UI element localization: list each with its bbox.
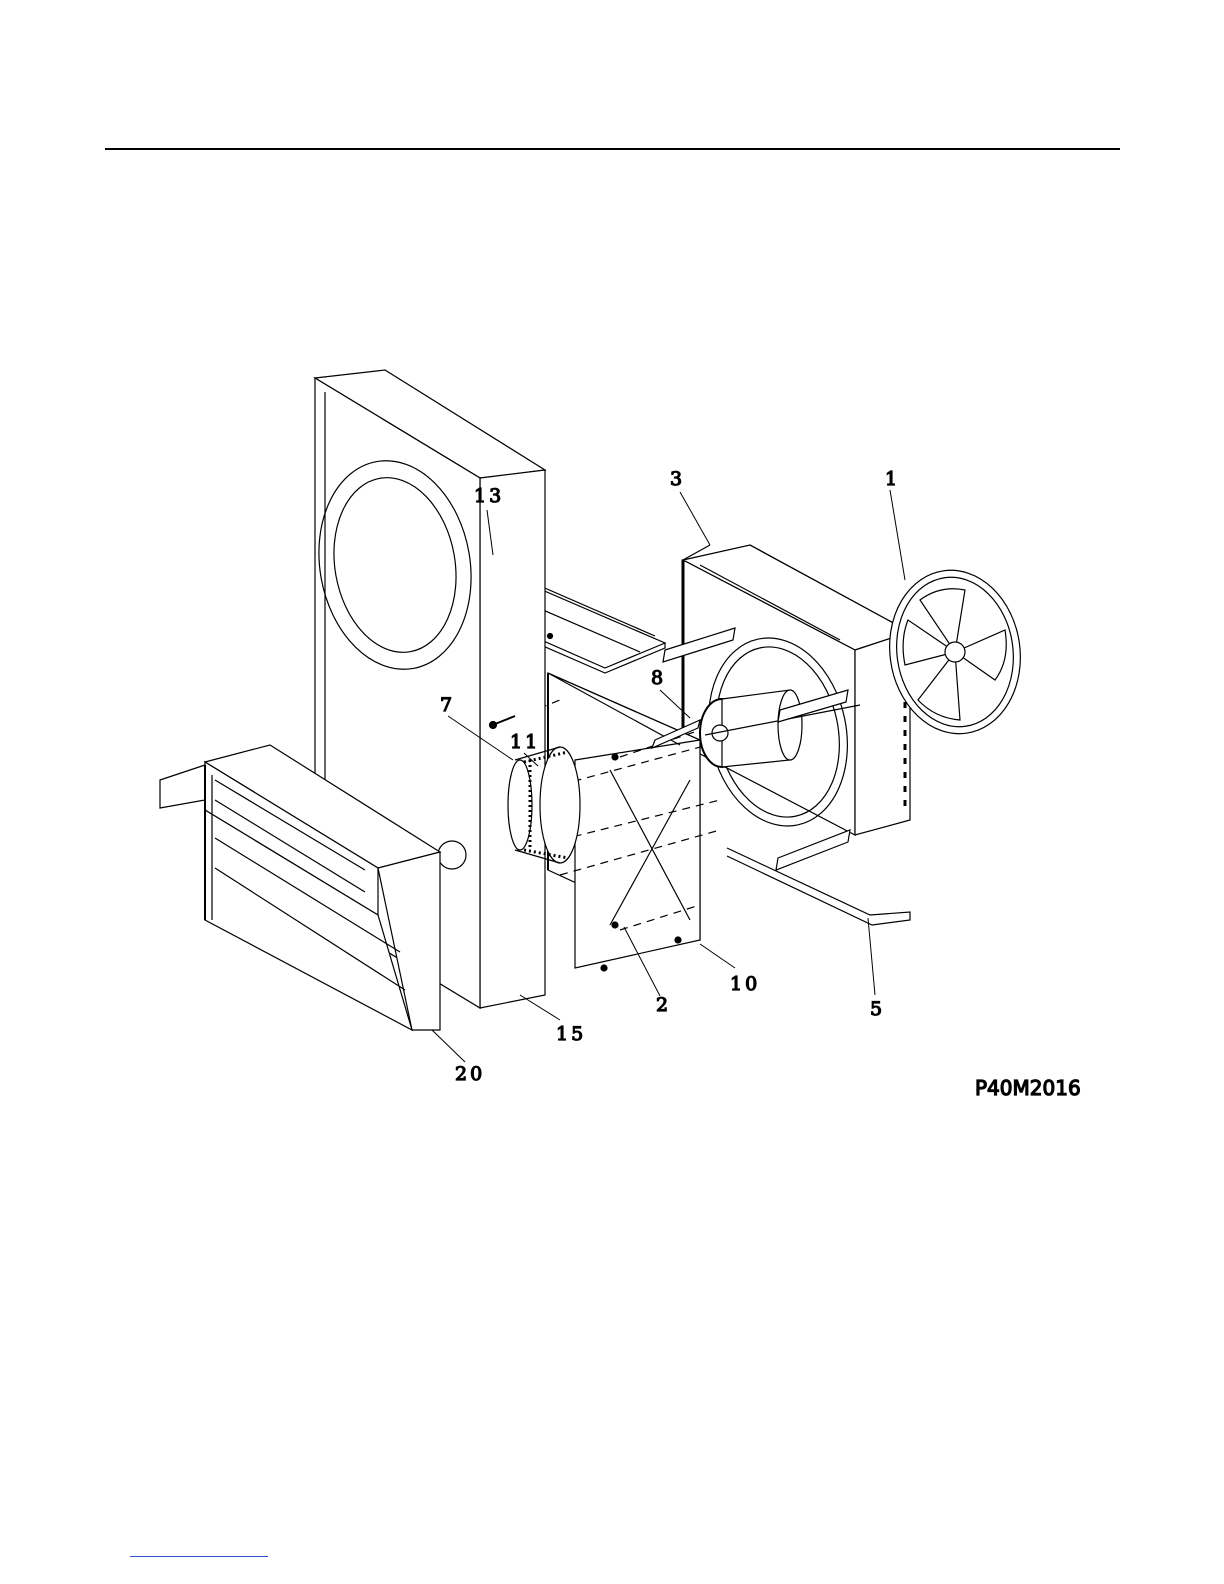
callout-11: 11: [510, 731, 540, 753]
callout-5: 5: [870, 998, 885, 1020]
callout-7: 7: [440, 694, 455, 716]
footer-link-underline[interactable]: [130, 1556, 268, 1557]
condenser-shroud: [683, 545, 910, 839]
callout-8: 8: [651, 667, 666, 689]
drain-tube: [727, 848, 910, 925]
callout-13: 13: [474, 485, 504, 507]
drawing-code: P40M2016: [975, 1076, 1081, 1100]
callout-10: 10: [730, 973, 760, 995]
callout-15: 15: [556, 1023, 586, 1045]
callout-20: 20: [455, 1063, 485, 1085]
callout-3: 3: [670, 468, 685, 490]
callout-2: 2: [656, 994, 671, 1016]
callout-1: 1: [885, 468, 900, 490]
